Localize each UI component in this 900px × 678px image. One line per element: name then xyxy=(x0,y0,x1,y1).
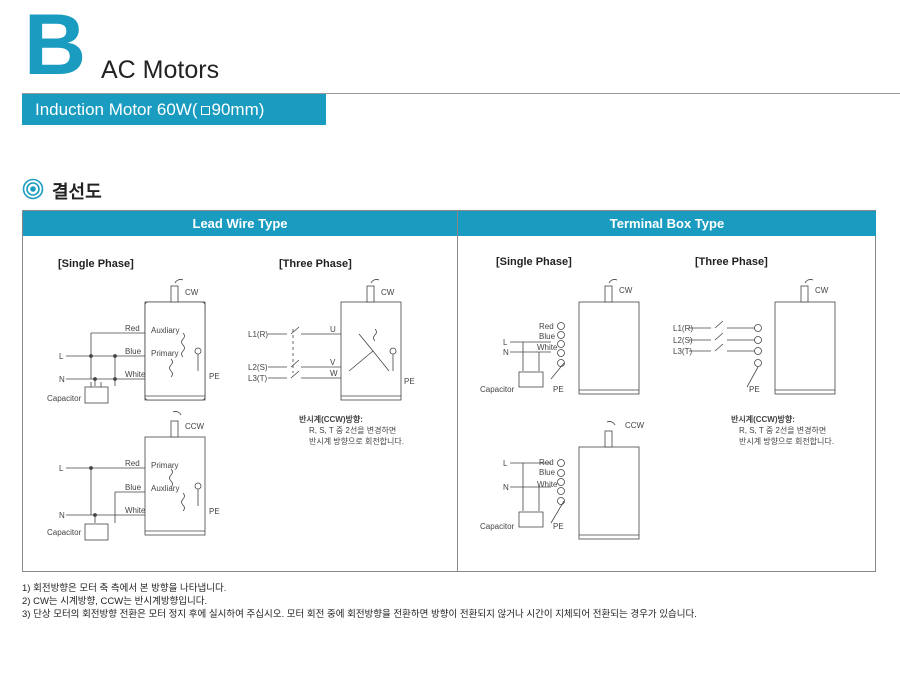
lead-single-ccw-diagram xyxy=(66,411,206,541)
target-circle-icon xyxy=(22,178,44,200)
input-l3-label: L3(T) xyxy=(248,374,267,383)
subtitle-suffix: 90mm) xyxy=(211,100,265,119)
footnote-1: 1) 회전방향은 모터 축 측에서 본 방향을 나타냅니다. xyxy=(22,583,227,594)
section-title: 결선도 xyxy=(52,182,102,202)
ccw-label: CCW xyxy=(185,422,205,431)
wire-white-label: White xyxy=(537,343,558,352)
wire-red-label: Red xyxy=(125,324,140,333)
header-terminal-box: Terminal Box Type xyxy=(458,211,876,236)
subtitle-prefix: Induction Motor 60W( xyxy=(35,100,198,119)
wiring-table: Lead Wire Type Terminal Box Type xyxy=(22,210,876,572)
pe-label: PE xyxy=(209,507,220,516)
capacitor-label: Capacitor xyxy=(47,528,82,537)
input-l3-label: L3(T) xyxy=(673,347,692,356)
wire-white-label: White xyxy=(125,370,146,379)
ccw-note-line2: 반시계 방향으로 회전합니다. xyxy=(739,436,834,446)
ccw-note-title: 반시계(CCW)방향: xyxy=(299,414,363,424)
terminal-v-label: V xyxy=(330,358,336,367)
ccw-label: CCW xyxy=(625,421,645,430)
lead-single-cw-diagram xyxy=(66,279,206,404)
wire-white-label: White xyxy=(537,480,558,489)
cw-label: CW xyxy=(815,286,829,295)
input-l1-label: L1(R) xyxy=(248,330,268,339)
line-n-label: N xyxy=(503,483,509,492)
ccw-note-line2: 반시계 방향으로 회전합니다. xyxy=(309,436,404,446)
section-letter: B xyxy=(24,0,87,93)
capacitor-label: Capacitor xyxy=(480,385,515,394)
terminal-single-phase-label: [Single Phase] xyxy=(496,256,572,268)
wire-blue-label: Blue xyxy=(125,347,142,356)
line-l-label: L xyxy=(503,338,508,347)
title-divider xyxy=(22,93,900,94)
cw-label: CW xyxy=(185,288,199,297)
footnote-2: 2) CW는 시계방향, CCW는 반시계방향입니다. xyxy=(22,596,208,607)
wire-red-label: Red xyxy=(539,322,554,331)
input-l1-label: L1(R) xyxy=(673,324,693,333)
ccw-note-line1: R, S, T 중 2선을 변경하면 xyxy=(309,425,396,435)
line-l-label: L xyxy=(503,459,508,468)
wire-blue-label: Blue xyxy=(125,483,142,492)
line-n-label: N xyxy=(59,511,65,520)
terminal-single-ccw-diagram xyxy=(510,421,640,540)
pe-label: PE xyxy=(553,385,564,394)
wire-red-label: Red xyxy=(125,459,140,468)
terminal-single-cw-diagram xyxy=(510,279,640,395)
wire-blue-label: Blue xyxy=(539,468,556,477)
capacitor-label: Capacitor xyxy=(47,394,82,403)
cw-label: CW xyxy=(619,286,633,295)
line-n-label: N xyxy=(59,375,65,384)
footnote-3: 3) 단상 모터의 회전방향 전환은 모터 정지 후에 실시하여 주십시오. 모… xyxy=(22,609,697,620)
coil-auxliary-label: Auxliary xyxy=(151,484,179,493)
column-divider xyxy=(457,211,458,571)
subtitle-bar: Induction Motor 60W( 90mm) xyxy=(22,94,326,125)
wire-white-label: White xyxy=(125,506,146,515)
pe-label: PE xyxy=(553,522,564,531)
ccw-note-title: 반시계(CCW)방향: xyxy=(731,414,795,424)
coil-primary-label: Primary xyxy=(151,349,179,358)
ccw-note-line1: R, S, T 중 2선을 변경하면 xyxy=(739,425,826,435)
header-lead-wire: Lead Wire Type xyxy=(23,211,457,236)
pe-label: PE xyxy=(404,377,415,386)
capacitor-label: Capacitor xyxy=(480,522,515,531)
page-title: AC Motors xyxy=(101,56,220,84)
terminal-u-label: U xyxy=(330,325,336,334)
pe-label: PE xyxy=(749,385,760,394)
pe-label: PE xyxy=(209,372,220,381)
cw-label: CW xyxy=(381,288,395,297)
lead-three-phase-label: [Three Phase] xyxy=(279,258,352,270)
terminal-three-phase-label: [Three Phase] xyxy=(695,256,768,268)
lead-three-diagram xyxy=(268,279,402,401)
terminal-w-label: W xyxy=(330,369,338,378)
line-l-label: L xyxy=(59,464,64,473)
coil-auxliary-label: Auxliary xyxy=(151,326,179,335)
input-l2-label: L2(S) xyxy=(248,363,268,372)
coil-primary-label: Primary xyxy=(151,461,179,470)
square-icon xyxy=(200,105,210,115)
terminal-three-diagram xyxy=(689,279,836,395)
input-l2-label: L2(S) xyxy=(673,336,693,345)
line-l-label: L xyxy=(59,352,64,361)
wire-blue-label: Blue xyxy=(539,332,556,341)
line-n-label: N xyxy=(503,348,509,357)
wiring-diagrams: [Single Phase] [Three Phase] [Single Pha… xyxy=(47,256,836,541)
wire-red-label: Red xyxy=(539,458,554,467)
footnotes: 1) 회전방향은 모터 축 측에서 본 방향을 나타냅니다. 2) CW는 시계… xyxy=(22,582,697,621)
lead-single-phase-label: [Single Phase] xyxy=(58,258,134,270)
